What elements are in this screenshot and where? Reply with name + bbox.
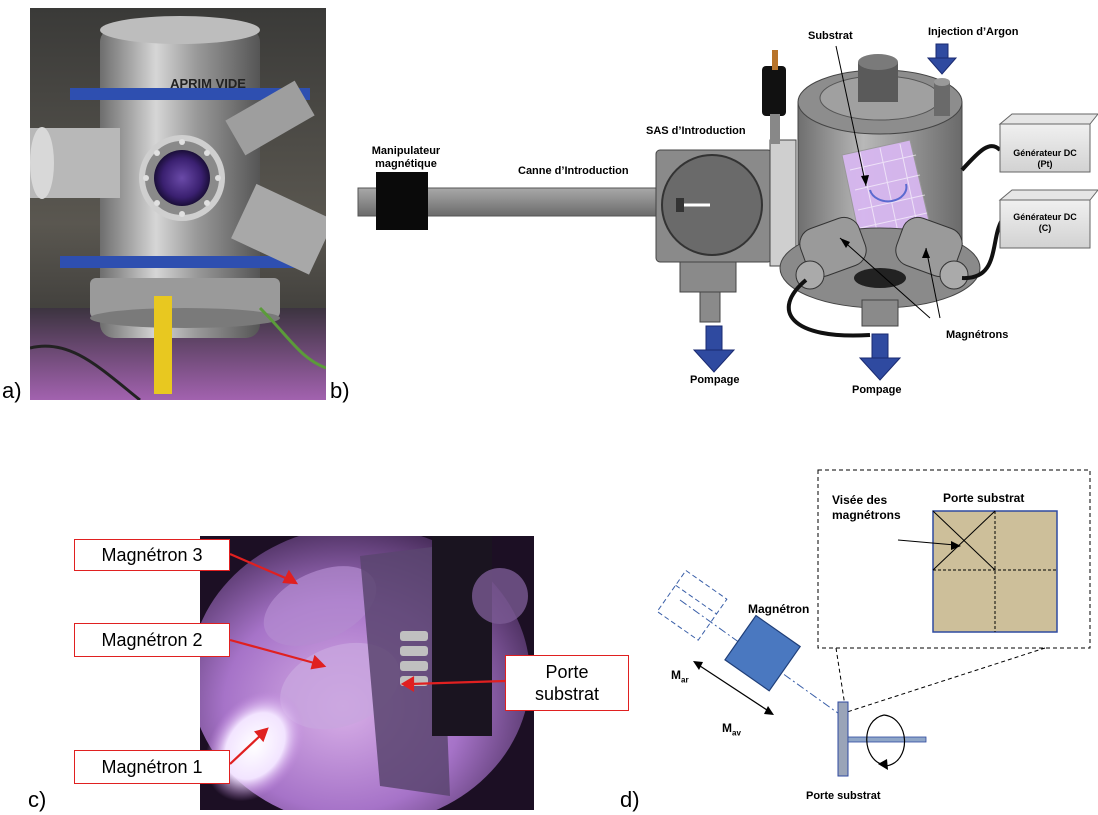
label-generator-pt-line2: (Pt) bbox=[1037, 159, 1053, 169]
label-porte-substrat-bottom: Porte substrat bbox=[806, 790, 881, 802]
label-substrat: Substrat bbox=[808, 30, 853, 42]
label-m-ar-sub: ar bbox=[681, 675, 689, 685]
photo-c-plasma bbox=[190, 526, 534, 815]
label-visee-line1: Visée des bbox=[832, 493, 888, 507]
label-sas: SAS d’Introduction bbox=[646, 125, 746, 137]
label-magnetron-2: Magnétron 2 bbox=[74, 623, 230, 657]
label-m-av-sub: av bbox=[732, 728, 741, 738]
label-porte-substrat-top: Porte substrat bbox=[943, 491, 1025, 505]
label-pompage-right: Pompage bbox=[852, 384, 902, 396]
label-porte-substrat-line2: substrat bbox=[534, 684, 600, 704]
label-m-ar: Mar bbox=[671, 668, 689, 684]
label-generator-pt-line1: Générateur DC bbox=[1013, 148, 1077, 158]
panel-label-b: b) bbox=[330, 378, 350, 403]
label-magnetron-d: Magnétron bbox=[748, 602, 810, 616]
label-generator-c: Générateur DC (C) bbox=[1003, 212, 1087, 234]
photo-a-vacuum-chamber: APRIM VIDE bbox=[29, 8, 335, 402]
panel-label-a: a) bbox=[2, 378, 22, 403]
panel-label-c: c) bbox=[28, 787, 47, 812]
label-generator-c-line2: (C) bbox=[1038, 223, 1052, 233]
label-manipulateur-text: Manipulateur magnétique bbox=[371, 145, 441, 170]
label-generator-c-line1: Générateur DC bbox=[1013, 212, 1077, 222]
label-manipulateur: Manipulateur magnétique bbox=[366, 145, 446, 171]
label-magnetron-3: Magnétron 3 bbox=[74, 539, 230, 571]
label-visee-line2: magnétrons bbox=[832, 508, 901, 522]
label-canne: Canne d’Introduction bbox=[518, 165, 629, 177]
label-magnetrons: Magnétrons bbox=[946, 329, 1009, 341]
label-generator-pt: Générateur DC (Pt) bbox=[1003, 148, 1087, 170]
photo-a-nameplate: APRIM VIDE bbox=[170, 76, 246, 91]
label-pompage-left: Pompage bbox=[690, 374, 740, 386]
label-argon: Injection d’Argon bbox=[928, 26, 1019, 38]
label-m-av: Mav bbox=[722, 721, 741, 737]
label-magnetron-1: Magnétron 1 bbox=[74, 750, 230, 784]
label-porte-substrat: Porte substrat bbox=[505, 655, 629, 711]
label-porte-substrat-line1: Porte bbox=[545, 662, 589, 682]
panel-label-d: d) bbox=[620, 787, 640, 812]
label-visee: Visée des magnétrons bbox=[832, 493, 901, 523]
label-m-ar-main: M bbox=[671, 668, 681, 682]
label-m-av-main: M bbox=[722, 721, 732, 735]
diagram-b-sputtering-system bbox=[350, 0, 1098, 410]
